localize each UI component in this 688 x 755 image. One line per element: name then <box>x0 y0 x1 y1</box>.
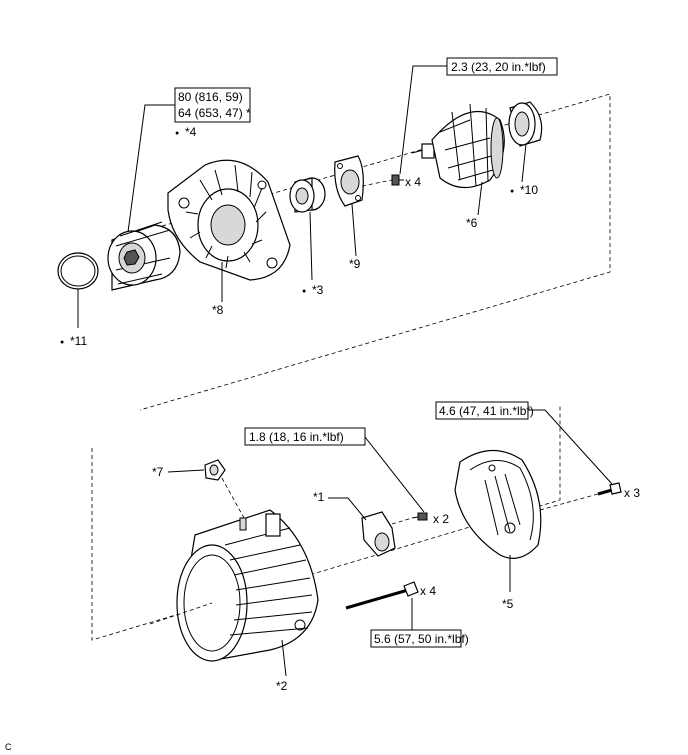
terminal-axis-line <box>221 477 245 519</box>
screw-axis-line <box>361 179 393 187</box>
leader-p7 <box>167 469 205 473</box>
label-p10: *10 <box>520 183 538 197</box>
rotor-screw-leader <box>399 65 447 175</box>
bullet-3: ● <box>302 288 306 295</box>
brush-screw-axis-line <box>391 517 413 525</box>
label-p2: *2 <box>276 679 288 693</box>
terminal-insulator-part <box>204 459 226 481</box>
rotor-screw-torque-text: 2.3 (23, 20 in.*lbf) <box>451 60 546 74</box>
assembly-frame-lower <box>91 405 561 641</box>
label-p11: *11 <box>70 334 87 348</box>
brush-holder-part <box>361 511 396 557</box>
through-bolt-torque-box <box>370 629 462 648</box>
label-p6: *6 <box>466 216 478 230</box>
bullet-11: ● <box>60 339 64 346</box>
rotor-part <box>411 103 505 189</box>
bullet-10: ● <box>510 188 514 195</box>
bearing-part <box>289 177 326 213</box>
leader-p9 <box>351 203 357 257</box>
label-p8: *8 <box>212 303 224 317</box>
brush-screw-qty: x 2 <box>433 512 449 526</box>
stator-axis-line <box>149 602 213 625</box>
brush-screw-torque-box <box>244 427 366 446</box>
rear-end-cover-part <box>454 449 542 559</box>
leader-p10 <box>521 143 527 183</box>
stator-frame-part <box>176 509 319 662</box>
pulley-part <box>107 221 181 291</box>
label-p1: *1 <box>313 490 325 504</box>
pulley-torque-text-2: 64 (653, 47) * <box>178 106 251 120</box>
through-bolt-torque-text: 5.6 (57, 50 in.*lbf) <box>374 632 469 646</box>
brush-screw-leader <box>364 436 425 513</box>
rotor-screw-qty: x 4 <box>405 175 421 189</box>
brush-screw-torque-text: 1.8 (18, 16 in.*lbf) <box>249 430 344 444</box>
through-bolt-part <box>345 581 419 610</box>
rear-cover-bolt-part <box>597 482 622 496</box>
brush-holder-screw-part <box>411 512 428 521</box>
rear-bolt-qty: x 3 <box>624 486 640 500</box>
rear-bolt-leader <box>528 409 613 485</box>
through-bolt-qty: x 4 <box>420 584 436 598</box>
pulley-torque-text-1: 80 (816, 59) <box>178 90 243 104</box>
pulley-leader <box>127 104 175 233</box>
rear-bolt-torque-text: 4.6 (47, 41 in.*lbf) <box>439 404 534 418</box>
drive-end-frame-part <box>167 159 291 281</box>
leader-p1 <box>328 497 367 521</box>
leader-p2 <box>281 639 287 677</box>
rear-bearing-part <box>508 101 543 147</box>
rotor-screw-part <box>391 174 404 186</box>
corner-mark: C <box>5 742 12 752</box>
label-p4: *4 <box>185 125 197 139</box>
leader-p3 <box>309 211 313 281</box>
label-p5: *5 <box>502 597 514 611</box>
leader-p6 <box>477 181 483 216</box>
rear-bolt-axis-line <box>539 493 599 511</box>
assembly-frame-upper <box>139 93 611 411</box>
label-p9: *9 <box>349 257 361 271</box>
bullet-4: ● <box>175 130 179 137</box>
bearing-retainer-part <box>334 155 364 207</box>
o-ring-part <box>57 252 99 290</box>
label-p7: *7 <box>152 465 164 479</box>
label-p3: *3 <box>312 283 324 297</box>
